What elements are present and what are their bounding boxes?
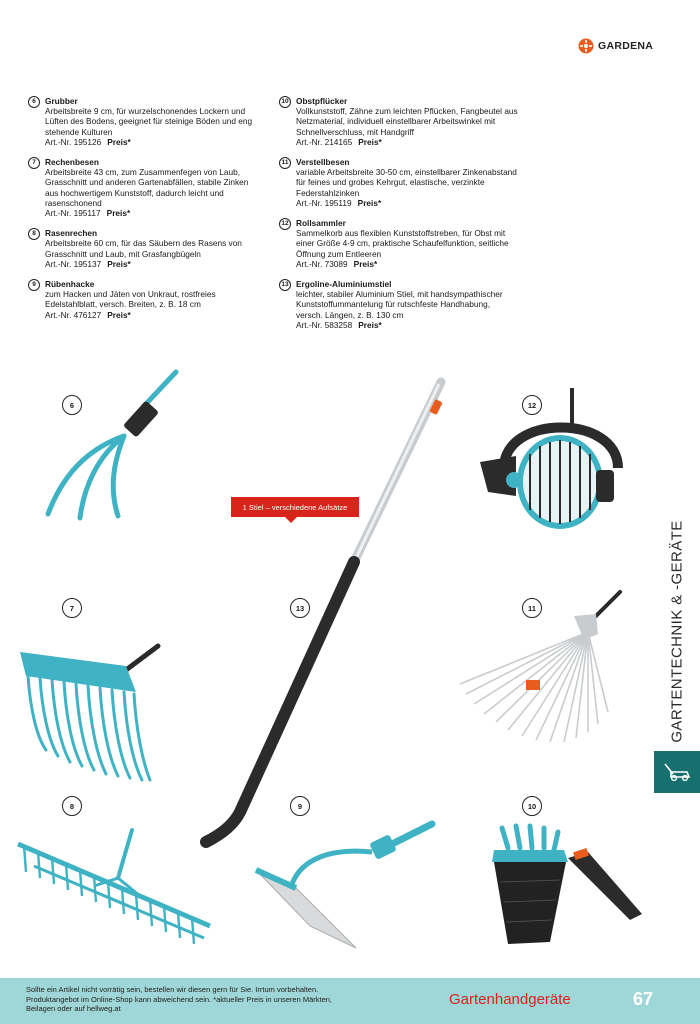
item-price: Preis* xyxy=(107,136,131,147)
figure-badge-10: 10 xyxy=(522,796,542,816)
item-article-number: Art.-Nr. 195137 xyxy=(45,258,102,269)
item-description: Arbeitsbreite 60 cm, für das Säubern des… xyxy=(45,238,242,259)
figure-badge-12: 12 xyxy=(522,395,542,415)
item-article-number: Art.-Nr. 73089 xyxy=(296,258,348,269)
grubber-image xyxy=(45,369,179,521)
product-item-ruebenhacke: 9 Rübenhacke zum Hacken und Jäten von Un… xyxy=(28,279,260,320)
item-description: leichter, stabiler Aluminium Stiel, mit … xyxy=(296,289,503,320)
item-price: Preis* xyxy=(357,197,382,208)
rasenrechen-image xyxy=(17,828,211,945)
product-item-verstellbesen: 11 Verstellbesen variable Arbeitsbreite … xyxy=(279,157,519,208)
page-number: 67 xyxy=(633,989,654,1009)
page-footer: Sollte ein Artikel nicht vorrätig sein, … xyxy=(0,978,700,1024)
callout-tag: 1 Stiel – verschiedene Aufsätze xyxy=(231,497,359,523)
item-title: Rübenhacke xyxy=(45,279,95,290)
item-title: Verstellbesen xyxy=(296,157,350,168)
item-description: Sammelkorb aus flexiblen Kunststoffstreb… xyxy=(296,228,509,259)
item-title: Obstpflücker xyxy=(296,96,348,106)
section-side-tab: GARTENTECHNIK & -GERÄTE xyxy=(654,520,700,742)
figure-badge-7: 7 xyxy=(62,598,82,618)
product-item-rasenrechen: 8 Rasenrechen Arbeitsbreite 60 cm, für d… xyxy=(28,228,260,269)
item-title: Ergoline-Aluminiumstiel xyxy=(296,279,392,290)
obstpfluecker-image xyxy=(492,823,642,944)
item-title: Grubber xyxy=(45,96,78,106)
gardena-logo: GARDENA xyxy=(578,38,653,54)
item-description: Arbeitsbreite 9 cm, für wurzelschonendes… xyxy=(45,106,253,137)
item-article-number: Art.-Nr. 195117 xyxy=(45,208,101,219)
ruebenhacke-image xyxy=(254,820,436,949)
item-price: Preis* xyxy=(106,208,131,219)
figure-badge-9: 9 xyxy=(290,796,310,816)
item-description: Vollkunststoff, Zähne zum leichten Pflüc… xyxy=(296,106,518,137)
item-article-number: Art.-Nr. 195126 xyxy=(45,136,102,147)
item-price: Preis* xyxy=(358,319,382,330)
item-article-number: Art.-Nr. 214165 xyxy=(296,136,353,147)
item-price: Preis* xyxy=(358,136,382,147)
lawnmower-icon xyxy=(654,751,700,793)
item-title: Rasenrechen xyxy=(45,228,98,239)
item-article-number: Art.-Nr. 476127 xyxy=(45,309,102,320)
item-number: 10 xyxy=(279,96,291,108)
item-title: Rollsammler xyxy=(296,218,346,229)
item-number: 8 xyxy=(28,228,40,241)
product-item-grubber: 6 Grubber Arbeitsbreite 9 cm, für wurzel… xyxy=(28,96,260,147)
item-price: Preis* xyxy=(107,309,131,320)
item-description: variable Arbeitsbreite 30-50 cm, einstel… xyxy=(296,167,517,198)
item-description: zum Hacken und Jäten von Unkraut, rostfr… xyxy=(45,289,216,310)
figure-badge-11: 11 xyxy=(522,598,542,618)
rollsammler-image xyxy=(480,388,623,529)
product-list-left: 6 Grubber Arbeitsbreite 9 cm, für wurzel… xyxy=(28,96,260,330)
item-article-number: Art.-Nr. 583258 xyxy=(296,319,353,330)
item-description: Arbeitsbreite 43 cm, zum Zusammenfegen v… xyxy=(45,167,249,208)
product-item-obstpfluecker: 10 Obstpflücker Vollkunststoff, Zähne zu… xyxy=(279,96,519,147)
product-item-rechenbesen: 7 Rechenbesen Arbeitsbreite 43 cm, zum Z… xyxy=(28,157,260,218)
figure-badge-8: 8 xyxy=(62,796,82,816)
item-number: 6 xyxy=(28,96,40,108)
item-price: Preis* xyxy=(107,258,131,269)
item-number: 11 xyxy=(279,157,291,170)
item-article-number: Art.-Nr. 195119 xyxy=(296,197,352,208)
figure-badge-6: 6 xyxy=(62,395,82,415)
item-number: 13 xyxy=(279,279,291,292)
section-label: GARTENTECHNIK & -GERÄTE xyxy=(668,519,686,743)
item-price: Preis* xyxy=(353,258,378,269)
rechenbesen-image xyxy=(20,643,161,782)
item-number: 7 xyxy=(28,157,40,170)
gardena-logo-icon xyxy=(578,38,594,54)
brand-name: GARDENA xyxy=(598,40,654,52)
footer-disclaimer: Sollte ein Artikel nicht vorrätig sein, … xyxy=(26,985,333,1014)
item-number: 12 xyxy=(279,218,291,231)
product-list-right: 10 Obstpflücker Vollkunststoff, Zähne zu… xyxy=(279,96,519,340)
item-title: Rechenbesen xyxy=(45,157,99,168)
aluminiumstiel-image xyxy=(200,377,446,848)
verstellbesen-image xyxy=(459,590,622,743)
product-item-rollsammler: 12 Rollsammler Sammelkorb aus flexiblen … xyxy=(279,218,519,269)
figure-badge-13: 13 xyxy=(290,598,310,618)
product-item-aluminiumstiel: 13 Ergoline-Aluminiumstiel leichter, sta… xyxy=(279,279,519,330)
item-number: 9 xyxy=(28,279,40,292)
footer-category: Gartenhandgeräte xyxy=(449,991,571,1008)
